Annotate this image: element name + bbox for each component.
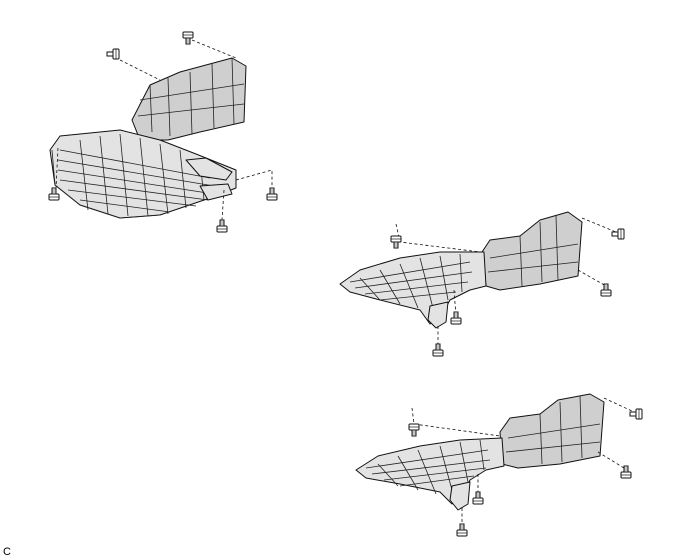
bolt-icon <box>182 31 194 45</box>
main-floor-panel <box>355 437 505 505</box>
lower-right-view <box>355 393 643 537</box>
bolt-icon <box>472 491 484 505</box>
bolt-icon <box>611 228 625 240</box>
bolt-icon <box>450 311 462 325</box>
bolt-icon <box>620 465 632 479</box>
upper-left-view <box>48 31 278 233</box>
bolt-icon <box>600 283 612 297</box>
bolt-icon <box>216 219 228 233</box>
bolt-icon <box>456 523 468 537</box>
clip-icon <box>106 48 120 60</box>
side-flap <box>185 157 233 181</box>
main-floor-panel <box>339 251 487 325</box>
clip-icon <box>408 423 420 437</box>
front-tab <box>449 481 471 511</box>
figure-corner-label: C <box>3 546 11 558</box>
clip-icon <box>390 235 402 249</box>
front-tab <box>427 301 449 329</box>
bolt-icon <box>266 187 278 201</box>
bolt-icon <box>48 187 60 201</box>
middle-right-view <box>339 211 625 357</box>
bolt-icon <box>629 408 643 420</box>
bolt-icon <box>432 343 444 357</box>
